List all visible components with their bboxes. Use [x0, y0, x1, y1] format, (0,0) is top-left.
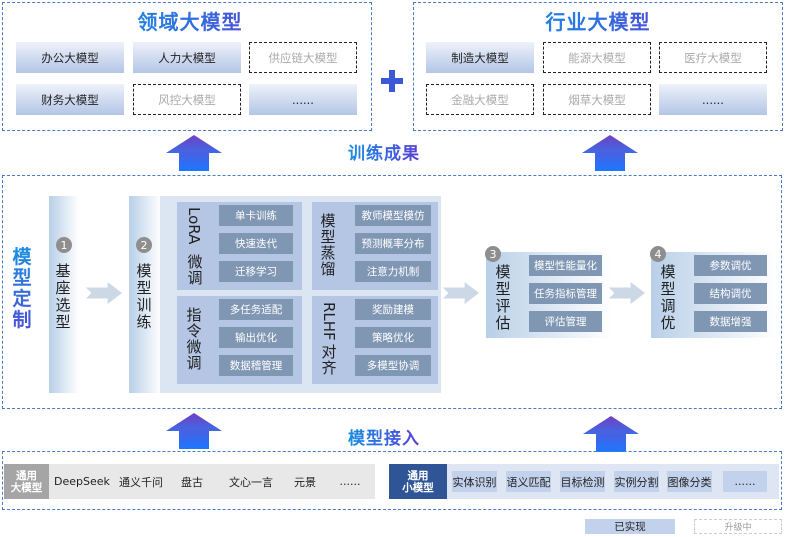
large-model-item: 文心一言 — [229, 475, 273, 489]
industry-models-title: 行业大模型 — [508, 6, 688, 35]
model-cell: 财务大模型 — [16, 84, 124, 115]
stage-number-badge: 4 — [650, 246, 666, 262]
large-model-item: 元景 — [294, 475, 316, 489]
method-rlhf-latin: RLHF — [320, 302, 338, 341]
model-cell: 风控大模型 — [133, 84, 241, 115]
model-cell: 人力大模型 — [133, 42, 241, 73]
model-cell: 能源大模型 — [543, 42, 651, 73]
stage-item-tag: 参数调优 — [694, 255, 767, 276]
up-arrow-icon — [166, 135, 222, 171]
model-cell: 办公大模型 — [16, 42, 124, 73]
model-cell: ...... — [659, 84, 767, 115]
stage-label: 模型评估 — [495, 263, 511, 332]
method-item-tag: 策略优化 — [355, 327, 431, 348]
small-model-item: 实体识别 — [452, 471, 497, 492]
small-model-item: 图像分类 — [667, 471, 712, 492]
model-cell: 医疗大模型 — [659, 42, 767, 73]
right-arrow-icon — [443, 282, 479, 304]
up-arrow-icon — [582, 135, 638, 171]
small-model-item: 目标检测 — [560, 471, 605, 492]
model-cell: 烟草大模型 — [543, 84, 651, 115]
method-item-tag: 奖励建模 — [355, 299, 431, 320]
model-access-box — [2, 451, 782, 510]
method-item-tag: 注意力机制 — [355, 261, 431, 282]
model-cell: ...... — [249, 84, 357, 115]
training-results-label: 训练成果 — [348, 139, 420, 164]
domain-models-title: 领域大模型 — [100, 6, 280, 35]
general-small-models-list: 实体识别语义匹配目标检测实例分割图像分类...... — [447, 464, 779, 499]
method-item-tag: 数据稽管理 — [219, 355, 293, 376]
method-distillation-label: 模型蒸馏 — [320, 212, 336, 278]
stage-item-tag: 任务指标管理 — [529, 283, 602, 304]
up-arrow-icon — [583, 416, 639, 452]
stage-item-tag: 评估管理 — [529, 311, 602, 332]
small-model-item: 实例分割 — [614, 471, 659, 492]
customization-title: 模型定制 — [12, 246, 32, 331]
model-access-label: 模型接入 — [348, 424, 420, 449]
stage-label: 基座选型 — [55, 262, 71, 331]
up-arrow-icon — [166, 413, 222, 449]
method-instruction-label: 指令微调 — [186, 306, 202, 372]
legend-upgrading: 升级中 — [694, 519, 782, 534]
general-large-models-header: 通用大模型 — [4, 464, 49, 499]
large-model-item: DeepSeek — [54, 475, 110, 488]
large-model-item: 通义千问 — [119, 475, 163, 489]
method-lora-latin: LoRA — [185, 207, 203, 245]
stage-model-training — [129, 196, 161, 393]
stage-number-badge: 1 — [56, 237, 72, 253]
method-item-tag: 预测概率分布 — [355, 233, 431, 254]
stage-item-tag: 数据增强 — [694, 311, 767, 332]
customization-box — [2, 175, 782, 409]
stage-number-badge: 3 — [485, 246, 501, 262]
method-item-tag: 多模型协调 — [355, 355, 431, 376]
stage-item-tag: 模型性能量化 — [529, 255, 602, 276]
model-cell: 供应链大模型 — [249, 42, 357, 73]
general-large-models-list: DeepSeek 通义千问 盘古 文心一言 元景...... — [49, 464, 375, 499]
method-item-tag: 快速迭代 — [219, 233, 293, 254]
model-cell: 金融大模型 — [426, 84, 534, 115]
general-small-models-bar: 通用小模型 实体识别语义匹配目标检测实例分割图像分类...... — [389, 464, 779, 499]
method-rlhf-cjk: 对齐 — [321, 343, 337, 377]
large-model-item: 盘古 — [181, 475, 203, 489]
method-item-tag: 单卡训练 — [219, 205, 293, 226]
method-item-tag: 迁移学习 — [219, 261, 293, 282]
right-arrow-icon — [86, 282, 122, 304]
domain-models-box — [2, 2, 372, 131]
stage-item-tag: 结构调优 — [694, 283, 767, 304]
large-model-item: ...... — [339, 475, 361, 488]
small-model-item: 语义匹配 — [506, 471, 551, 492]
stage-label: 模型调优 — [660, 263, 676, 332]
stage-base-selection — [49, 196, 79, 393]
stage-number-badge: 2 — [136, 237, 152, 253]
stage-label: 模型训练 — [136, 262, 152, 331]
legend-done: 已实现 — [585, 519, 675, 534]
industry-models-box — [413, 2, 783, 131]
right-arrow-icon — [609, 282, 645, 304]
method-item-tag: 输出优化 — [219, 327, 293, 348]
method-item-tag: 多任务适配 — [219, 299, 293, 320]
general-large-models-bar: 通用大模型 DeepSeek 通义千问 盘古 文心一言 元景...... — [4, 464, 375, 499]
method-lora-cjk: 微调 — [187, 253, 203, 287]
method-item-tag: 教师模型模仿 — [355, 205, 431, 226]
small-model-item: ...... — [723, 471, 767, 492]
model-cell: 制造大模型 — [426, 42, 534, 73]
plus-icon — [378, 66, 408, 96]
general-small-models-header: 通用小模型 — [389, 464, 447, 499]
